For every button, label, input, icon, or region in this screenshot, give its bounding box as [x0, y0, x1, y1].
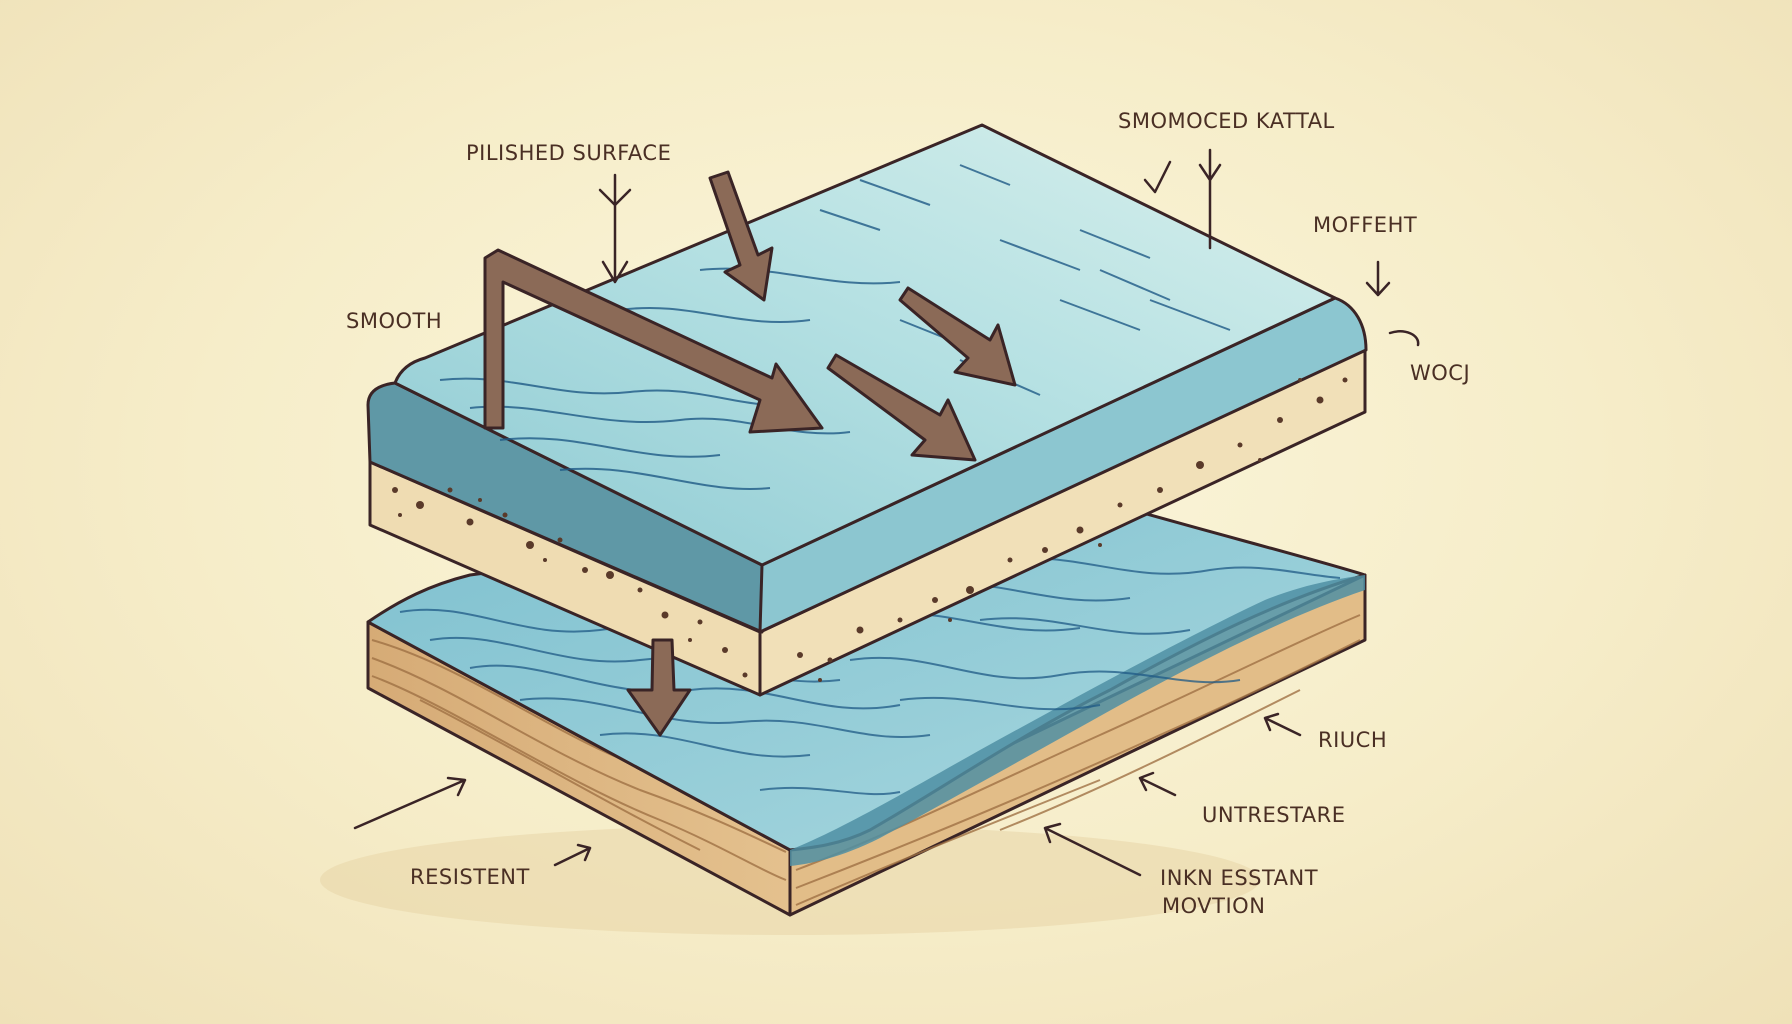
- label-smooth: SMOOTH: [346, 309, 443, 333]
- down-arrow-top: [708, 170, 774, 302]
- leader-riuch: [1263, 712, 1302, 737]
- leader-wocu: [1388, 330, 1420, 347]
- leader-moffeht: [1365, 260, 1391, 297]
- label-polished-surface: PILISHED SURFACE: [466, 141, 672, 165]
- bent-arrow: [483, 248, 824, 434]
- upper-top-face: [393, 123, 1337, 567]
- diag-arrow-mid: [826, 353, 977, 462]
- core-pores: [392, 377, 1348, 682]
- label-smomoced-kattal: SMOMOCED KATTAL: [1118, 109, 1335, 133]
- label-wocu: WOCJ: [1410, 361, 1471, 385]
- force-arrows: [483, 170, 1017, 737]
- upper-edge-right: [758, 296, 1368, 634]
- diag-arrow-right: [898, 286, 1017, 387]
- label-inknessant-line2: MOVTION: [1162, 894, 1266, 918]
- label-inknessant-line1: INKN ESSTANT: [1160, 866, 1319, 890]
- label-untrestare: UNTRESTARE: [1202, 803, 1346, 827]
- label-resistent: RESISTENT: [410, 865, 530, 889]
- leader-kattal: [1198, 148, 1222, 250]
- leader-polished: [601, 173, 629, 284]
- leader-inknessant: [1043, 822, 1142, 877]
- lower-slab-edge-band: [790, 575, 1365, 866]
- label-moffeht: MOFFEHT: [1313, 213, 1418, 237]
- leader-arrows: [353, 148, 1420, 877]
- leader-kattal-check: [1143, 160, 1172, 194]
- leader-polished-tick: [598, 188, 632, 207]
- label-riuch: RIUCH: [1318, 728, 1388, 752]
- down-arrow-bottom: [626, 638, 692, 737]
- leader-untrestare: [1138, 771, 1177, 797]
- leader-resistent-big: [353, 776, 467, 830]
- leader-resistent-small: [553, 843, 592, 867]
- upper-slab: [366, 123, 1368, 697]
